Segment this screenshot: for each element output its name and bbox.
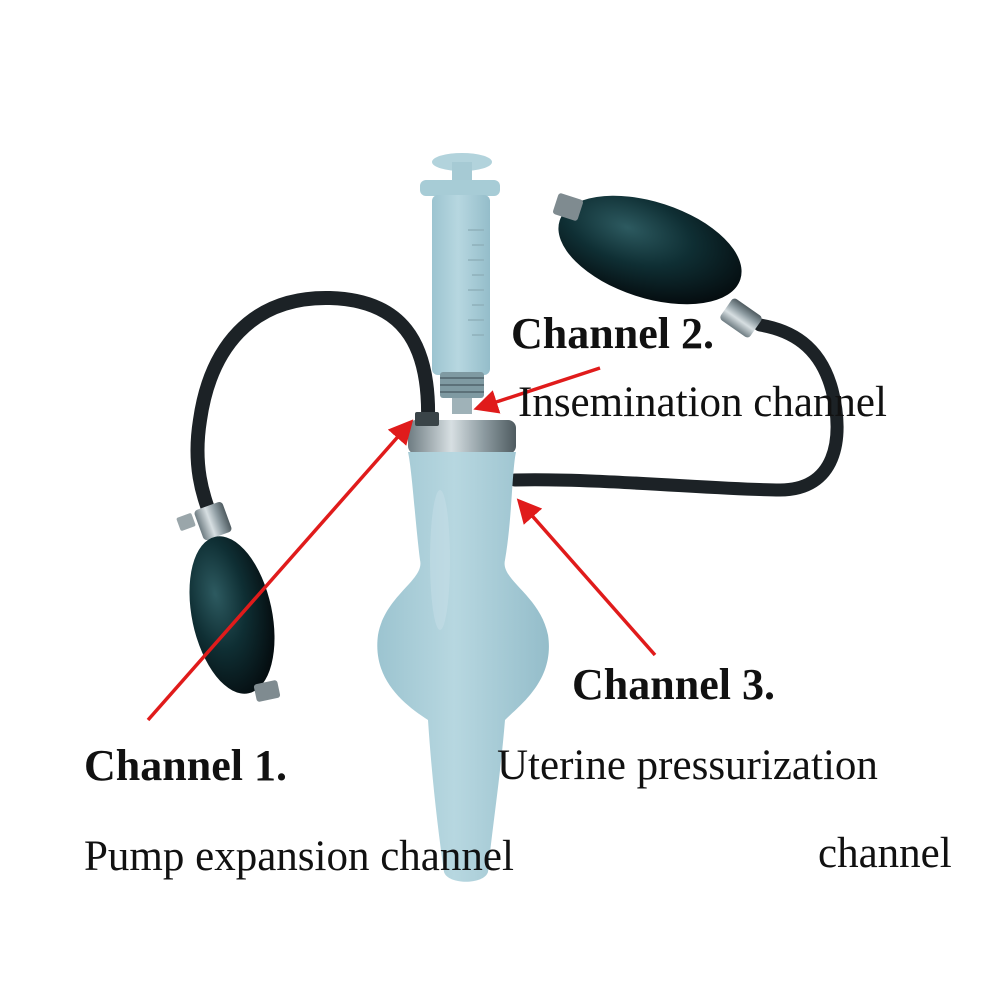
left-hose — [190, 290, 436, 527]
syringe-icon — [420, 153, 500, 414]
channel3-heading: Channel 3. — [572, 660, 775, 709]
channel2-heading: Channel 2. — [511, 309, 714, 358]
channel3-arrow — [516, 498, 657, 657]
channel2-arrow — [473, 366, 601, 414]
right-hose — [508, 318, 844, 497]
channel1-description: Pump expansion channel — [84, 833, 514, 880]
pointer-arrows — [146, 366, 657, 722]
channel2-description: Insemination channel — [518, 379, 887, 426]
channel3-description-line1: Uterine pressurization — [497, 742, 878, 789]
channel1-arrow — [146, 419, 414, 722]
metal-collar — [408, 420, 516, 454]
left-bulb-pump-icon — [189, 536, 281, 702]
channel1-heading: Channel 1. — [84, 741, 287, 790]
channel3-description-line2: channel — [818, 830, 952, 877]
right-bulb-pump-icon — [553, 193, 742, 305]
catheter-body — [377, 452, 549, 882]
